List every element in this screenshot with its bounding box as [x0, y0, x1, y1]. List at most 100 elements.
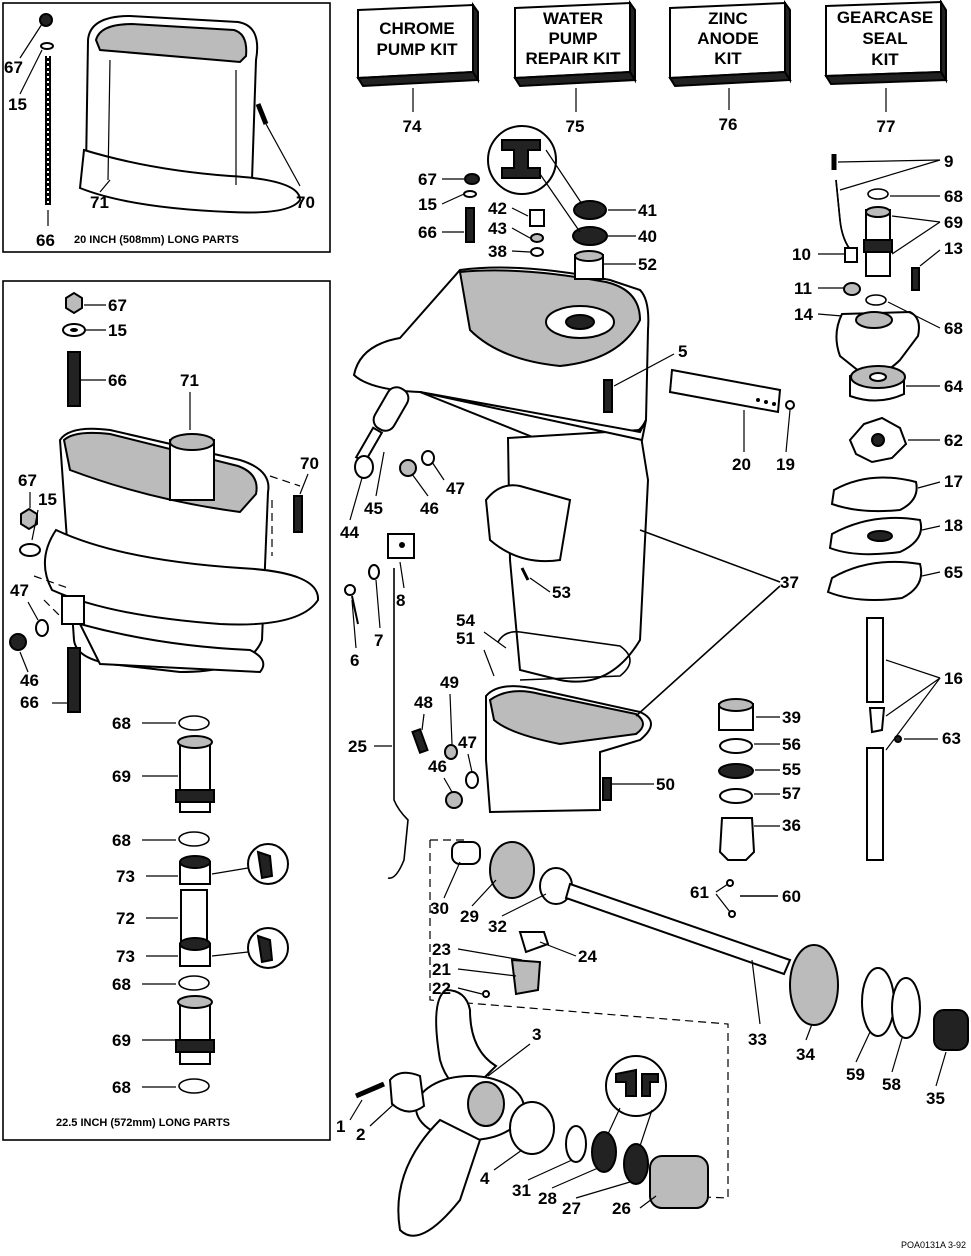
washer-part — [530, 247, 544, 257]
washer-part — [368, 564, 380, 580]
grommet-part — [372, 386, 410, 432]
part-label: 29 — [460, 907, 479, 926]
part-label: 2 — [356, 1125, 365, 1144]
plug-part — [445, 791, 463, 809]
screw-part — [399, 459, 417, 477]
part-label: 25 — [348, 737, 367, 756]
part-label: 70 — [296, 193, 315, 212]
kit-label-line: SEAL — [862, 29, 907, 48]
part-label: 32 — [488, 917, 507, 936]
part-label: 66 — [108, 371, 127, 390]
part-label: 63 — [942, 729, 961, 748]
part-label: 41 — [638, 201, 657, 220]
kit-label-line: WATER — [543, 9, 603, 28]
part-label: 23 — [432, 940, 451, 959]
part-label: 57 — [782, 784, 801, 803]
washer-part — [19, 543, 41, 557]
stud-part — [67, 647, 81, 713]
part-label: 68 — [944, 319, 963, 338]
part-label: 28 — [538, 1189, 557, 1208]
box-caption: 20 INCH (508mm) LONG PARTS — [74, 234, 239, 246]
leader-line — [265, 123, 301, 187]
prop-nut-part — [388, 1071, 426, 1113]
o-ring-part — [530, 233, 544, 243]
o-ring-part — [35, 619, 49, 637]
part-label: 45 — [364, 499, 383, 518]
kit-box-water-pump-repair: WATER PUMP REPAIR KIT — [513, 0, 637, 88]
part-label: 15 — [38, 490, 57, 509]
shift-lever-part — [518, 931, 550, 954]
part-label: 22 — [432, 979, 451, 998]
screw-part — [785, 400, 795, 410]
kit-box-chrome-pump: CHROME PUMP KIT — [356, 1, 480, 88]
leader-line — [635, 585, 781, 717]
part-label: 15 — [8, 95, 27, 114]
part-label: 37 — [780, 573, 799, 592]
pin-part — [728, 910, 736, 918]
part-label: 11 — [794, 279, 812, 298]
drive-shaft-upper-part — [866, 617, 884, 703]
part-label: 68 — [944, 187, 963, 206]
kit-label-line: CHROME — [379, 19, 455, 38]
part-label: 73 — [116, 867, 135, 886]
part-label: 39 — [782, 708, 801, 727]
part-label: 47 — [10, 581, 29, 600]
screw-part — [344, 584, 356, 596]
kit-label-line: PUMP KIT — [377, 40, 459, 59]
grommet-part — [843, 282, 861, 296]
part-label: 60 — [782, 887, 801, 906]
part-label: 68 — [112, 975, 131, 994]
part-label: 61 — [690, 883, 709, 902]
part-label: 27 — [562, 1199, 581, 1218]
screw-part — [603, 379, 613, 413]
detent-part — [510, 958, 542, 996]
o-ring-part — [178, 831, 210, 847]
part-label: 1 — [336, 1117, 345, 1136]
part-label: 69 — [944, 213, 963, 232]
part-label: 68 — [112, 1078, 131, 1097]
sleeve-part — [175, 735, 215, 813]
o-ring-part — [178, 1078, 210, 1094]
kit-label-line: REPAIR KIT — [525, 49, 621, 68]
plug-part — [354, 455, 374, 479]
part-label: 20 — [732, 455, 751, 474]
part-label: 67 — [18, 471, 37, 490]
nut-part — [65, 291, 83, 315]
part-label: 15 — [418, 195, 437, 214]
seal-part — [179, 937, 211, 967]
seal-strip-part — [497, 630, 631, 681]
nut-part — [444, 744, 458, 760]
bearing-carrier-part — [649, 1155, 709, 1209]
seal-part — [591, 1131, 617, 1173]
box-caption: 22.5 INCH (572mm) LONG PARTS — [56, 1117, 230, 1129]
part-label: 65 — [944, 563, 963, 582]
screw-part — [411, 728, 429, 754]
fitting-part — [529, 209, 545, 227]
part-label: 49 — [440, 673, 459, 692]
part-label: 46 — [428, 757, 447, 776]
thrust-hub-part — [509, 1101, 555, 1155]
kit-number: 76 — [719, 115, 738, 134]
plug-part — [9, 633, 27, 651]
reverse-gear-part — [789, 944, 839, 1026]
grommet-part — [844, 247, 858, 263]
part-label: 55 — [782, 760, 801, 779]
parts-box-20-inch — [2, 2, 331, 253]
part-label: 70 — [300, 454, 319, 473]
part-label: 10 — [792, 245, 811, 264]
part-label: 14 — [794, 305, 813, 324]
part-label: 21 — [432, 960, 451, 979]
part-label: 24 — [578, 947, 597, 966]
seal-part — [572, 226, 608, 246]
part-label: 3 — [532, 1025, 541, 1044]
screw-part — [911, 267, 920, 291]
part-label: 7 — [374, 631, 383, 650]
part-label: 5 — [678, 342, 687, 361]
part-label: 8 — [396, 591, 405, 610]
part-label: 59 — [846, 1065, 865, 1084]
thrust-bearing-part — [861, 967, 895, 1037]
part-label: 69 — [112, 1031, 131, 1050]
o-ring-part — [565, 1125, 587, 1163]
